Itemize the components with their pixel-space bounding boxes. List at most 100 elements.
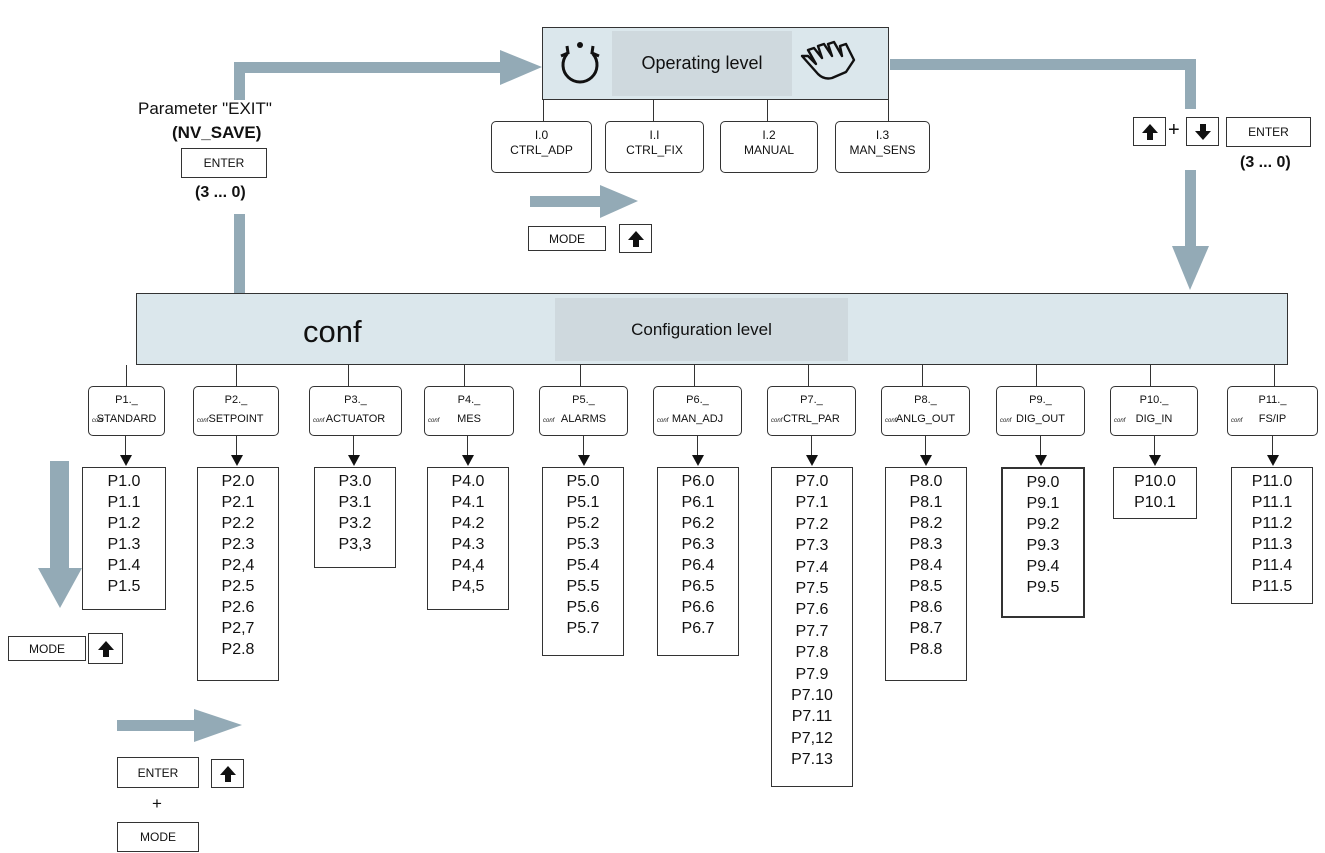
list-item[interactable]: P8.0 bbox=[909, 473, 943, 490]
list-item[interactable]: P2.0 bbox=[221, 473, 255, 490]
list-item[interactable]: P11.4 bbox=[1251, 557, 1293, 574]
list-item[interactable]: P3.1 bbox=[338, 494, 372, 511]
param-enter-button[interactable]: ENTER bbox=[117, 757, 199, 788]
list-item[interactable]: P7.1 bbox=[795, 494, 829, 512]
list-item[interactable]: P4.3 bbox=[451, 536, 485, 553]
list-item[interactable]: P1.1 bbox=[107, 494, 141, 511]
list-item[interactable]: P7,12 bbox=[791, 729, 833, 747]
mode-box-ctrl-fix[interactable]: I.I CTRL_FIX bbox=[605, 121, 704, 173]
list-item[interactable]: P6.2 bbox=[681, 515, 715, 532]
list-item[interactable]: P5.0 bbox=[566, 473, 600, 490]
group-box-p3[interactable]: P3._ ACTUATOR conf bbox=[309, 386, 402, 436]
mode-box-manual[interactable]: I.2 MANUAL bbox=[720, 121, 818, 173]
list-item[interactable]: P4.1 bbox=[451, 494, 485, 511]
list-item[interactable]: P11.3 bbox=[1251, 536, 1293, 553]
list-item[interactable]: P7.9 bbox=[795, 665, 829, 683]
list-item[interactable]: P7.2 bbox=[795, 515, 829, 533]
enter-button[interactable]: ENTER bbox=[1226, 117, 1311, 147]
param-mode-button-2[interactable]: MODE bbox=[117, 822, 199, 852]
list-item[interactable]: P8.8 bbox=[909, 641, 943, 658]
group-box-p5[interactable]: P5._ ALARMS conf bbox=[539, 386, 628, 436]
param-up-arrow-button[interactable] bbox=[88, 633, 123, 664]
list-item[interactable]: P2.6 bbox=[221, 599, 255, 616]
list-item[interactable]: P1.0 bbox=[107, 473, 141, 490]
group-box-p11[interactable]: P11._ FS/IP conf bbox=[1227, 386, 1318, 436]
list-item[interactable]: P9.5 bbox=[1026, 579, 1060, 596]
list-item[interactable]: P8.5 bbox=[909, 578, 943, 595]
list-item[interactable]: P11.1 bbox=[1251, 494, 1293, 511]
list-item[interactable]: P4.2 bbox=[451, 515, 485, 532]
list-item[interactable]: P7.4 bbox=[795, 558, 829, 576]
list-item[interactable]: P3.2 bbox=[338, 515, 372, 532]
group-box-p2[interactable]: P2._ SETPOINT conf bbox=[193, 386, 279, 436]
list-item[interactable]: P6.6 bbox=[681, 599, 715, 616]
list-item[interactable]: P2.8 bbox=[221, 641, 255, 658]
list-item[interactable]: P1.2 bbox=[107, 515, 141, 532]
list-item[interactable]: P2.5 bbox=[221, 578, 255, 595]
list-item[interactable]: P7.0 bbox=[795, 473, 829, 490]
group-box-p7[interactable]: P7._ CTRL_PAR conf bbox=[767, 386, 856, 436]
list-item[interactable]: P5.3 bbox=[566, 536, 600, 553]
list-item[interactable]: P9.2 bbox=[1026, 516, 1060, 533]
list-item[interactable]: P1.3 bbox=[107, 536, 141, 553]
list-item[interactable]: P9.1 bbox=[1026, 495, 1060, 512]
list-item[interactable]: P9.0 bbox=[1026, 474, 1060, 491]
group-box-p6[interactable]: P6._ MAN_ADJ conf bbox=[653, 386, 742, 436]
list-item[interactable]: P4,5 bbox=[451, 578, 485, 595]
group-box-p1[interactable]: P1._ STANDARD conf bbox=[88, 386, 165, 436]
list-item[interactable]: P6.4 bbox=[681, 557, 715, 574]
list-item[interactable]: P2,4 bbox=[221, 557, 255, 574]
list-item[interactable]: P4.0 bbox=[451, 473, 485, 490]
list-item[interactable]: P2,7 bbox=[221, 620, 255, 637]
list-item[interactable]: P9.3 bbox=[1026, 537, 1060, 554]
list-item[interactable]: P8.1 bbox=[909, 494, 943, 511]
list-item[interactable]: P5.4 bbox=[566, 557, 600, 574]
list-item[interactable]: P7.13 bbox=[791, 751, 833, 769]
group-box-p9[interactable]: P9._ DIG_OUT conf bbox=[996, 386, 1085, 436]
mode-button[interactable]: MODE bbox=[528, 226, 606, 251]
mode-box-ctrl-adp[interactable]: I.0 CTRL_ADP bbox=[491, 121, 592, 173]
list-item[interactable]: P8.6 bbox=[909, 599, 943, 616]
list-item[interactable]: P7.6 bbox=[795, 601, 829, 619]
list-item[interactable]: P5.2 bbox=[566, 515, 600, 532]
list-item[interactable]: P10.0 bbox=[1134, 473, 1176, 490]
list-item[interactable]: P5.5 bbox=[566, 578, 600, 595]
list-item[interactable]: P2.3 bbox=[221, 536, 255, 553]
list-item[interactable]: P8.7 bbox=[909, 620, 943, 637]
list-item[interactable]: P1.4 bbox=[107, 557, 141, 574]
list-item[interactable]: P9.4 bbox=[1026, 558, 1060, 575]
param-up-arrow-button-2[interactable] bbox=[211, 759, 244, 788]
list-item[interactable]: P11.0 bbox=[1251, 473, 1293, 490]
list-item[interactable]: P7.8 bbox=[795, 644, 829, 662]
list-item[interactable]: P5.1 bbox=[566, 494, 600, 511]
list-item[interactable]: P8.4 bbox=[909, 557, 943, 574]
list-item[interactable]: P7.11 bbox=[791, 708, 833, 726]
list-item[interactable]: P7.5 bbox=[795, 579, 829, 597]
list-item[interactable]: P1.5 bbox=[107, 578, 141, 595]
list-item[interactable]: P2.2 bbox=[221, 515, 255, 532]
list-item[interactable]: P5.6 bbox=[566, 599, 600, 616]
list-item[interactable]: P6.7 bbox=[681, 620, 715, 637]
list-item[interactable]: P8.2 bbox=[909, 515, 943, 532]
list-item[interactable]: P8.3 bbox=[909, 536, 943, 553]
list-item[interactable]: P3.0 bbox=[338, 473, 372, 490]
list-item[interactable]: P11.5 bbox=[1251, 578, 1293, 595]
list-item[interactable]: P5.7 bbox=[566, 620, 600, 637]
group-box-p8[interactable]: P8._ ANLG_OUT conf bbox=[881, 386, 970, 436]
param-mode-button[interactable]: MODE bbox=[8, 636, 86, 661]
group-box-p10[interactable]: P10._ DIG_IN conf bbox=[1110, 386, 1198, 436]
list-item[interactable]: P7.7 bbox=[795, 622, 829, 640]
list-item[interactable]: P10.1 bbox=[1134, 494, 1176, 511]
list-item[interactable]: P6.3 bbox=[681, 536, 715, 553]
list-item[interactable]: P4,4 bbox=[451, 557, 485, 574]
list-item[interactable]: P7.10 bbox=[791, 686, 833, 704]
list-item[interactable]: P3,3 bbox=[338, 536, 372, 553]
list-item[interactable]: P11.2 bbox=[1251, 515, 1293, 532]
down-arrow-button[interactable] bbox=[1186, 117, 1219, 146]
group-box-p4[interactable]: P4._ MES conf bbox=[424, 386, 514, 436]
up-arrow-button[interactable] bbox=[619, 224, 652, 253]
list-item[interactable]: P6.1 bbox=[681, 494, 715, 511]
list-item[interactable]: P6.5 bbox=[681, 578, 715, 595]
exit-enter-button[interactable]: ENTER bbox=[181, 148, 267, 178]
list-item[interactable]: P6.0 bbox=[681, 473, 715, 490]
